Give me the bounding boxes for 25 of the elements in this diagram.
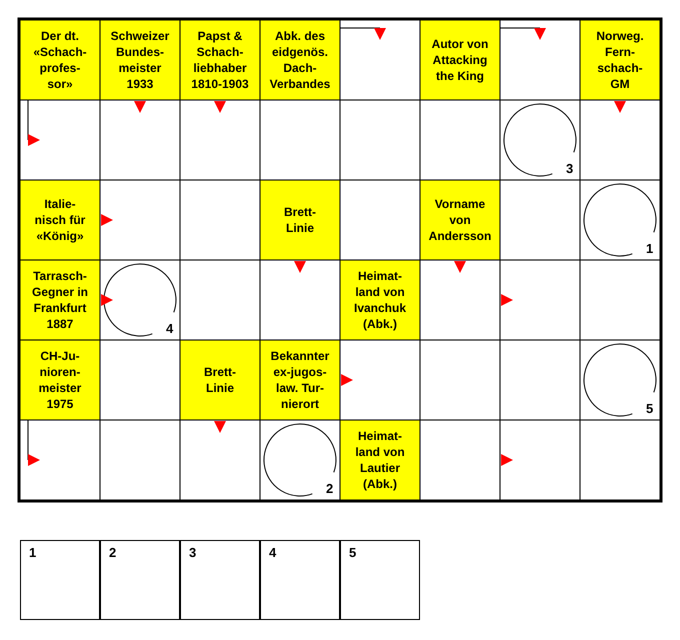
box-number: 5 <box>349 546 356 560</box>
clue-cell: Brett- Linie <box>180 340 260 420</box>
clue-cell: Norweg. Fern- schach- GM <box>580 20 660 100</box>
clue-cell: Bekannter ex-jugos- law. Tur- nierort <box>260 340 340 420</box>
box-number: 3 <box>189 546 196 560</box>
clue-cell: Schweizer Bundes- meister 1933 <box>100 20 180 100</box>
clue-cell: Abk. des eidgenös. Dach- Verbandes <box>260 20 340 100</box>
clue-cell: Papst & Schach- liebhaber 1810-1903 <box>180 20 260 100</box>
clue-cell: Vorname von Andersson <box>420 180 500 260</box>
box-number: 2 <box>109 546 116 560</box>
clue-cell: Italie- nisch für «König» <box>20 180 100 260</box>
box-number: 1 <box>29 546 36 560</box>
circle-number: 2 <box>326 482 334 496</box>
circle-number: 5 <box>646 402 654 416</box>
clue-cell: CH-Ju- nioren- meister 1975 <box>20 340 100 420</box>
clue-cell: Der dt. «Schach- profes- sor» <box>20 20 100 100</box>
circle-number: 4 <box>166 322 174 336</box>
clue-cell: Autor von Attacking the King <box>420 20 500 100</box>
clue-cell: Brett- Linie <box>260 180 340 260</box>
clue-cell: Heimat- land von Lautier (Abk.) <box>340 420 420 500</box>
circle-number: 3 <box>566 162 574 176</box>
circle-number: 1 <box>646 242 654 256</box>
box-number: 4 <box>269 546 276 560</box>
clue-cell: Tarrasch- Gegner in Frankfurt 1887 <box>20 260 100 340</box>
clue-cell: Heimat- land von Ivanchuk (Abk.) <box>340 260 420 340</box>
